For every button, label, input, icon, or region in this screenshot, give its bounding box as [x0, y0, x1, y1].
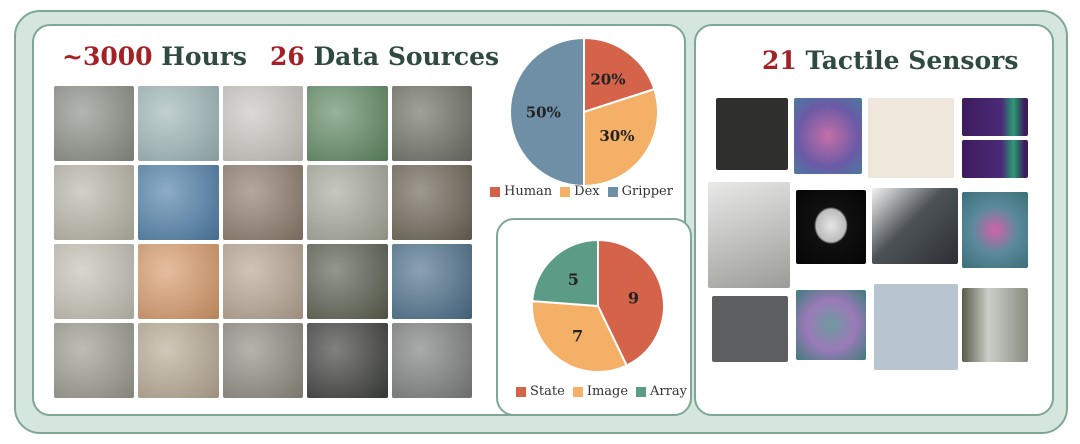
pie-label-array: 5	[568, 270, 579, 289]
pie-slice-array	[531, 238, 599, 308]
hours-title: ~3000 Hours	[62, 42, 247, 71]
sensor-blob-image	[796, 190, 866, 264]
robot-demo-image	[54, 244, 135, 319]
source-pie-legend: Human Dex Gripper	[490, 184, 673, 199]
pie-label-image: 7	[572, 327, 583, 346]
legend-item-gripper: Gripper	[607, 184, 673, 199]
robot-demo-image	[138, 244, 219, 319]
sensor-device-image	[872, 188, 958, 264]
pie-slice-state	[597, 238, 665, 367]
pie-label-dex: 30%	[599, 127, 634, 145]
robot-demo-image	[307, 165, 388, 240]
sensor-heatmap-top-image	[962, 98, 1028, 136]
modality-pie-chart: 9 7 5	[531, 238, 665, 373]
robot-demo-image	[138, 86, 219, 161]
sensor-dot-array-image	[794, 98, 862, 174]
legend-item-array: Array	[636, 384, 687, 399]
robot-demo-image	[222, 323, 304, 398]
robot-demo-image	[307, 323, 388, 398]
robot-demo-image	[222, 86, 304, 161]
robot-demo-image	[391, 86, 472, 161]
tactile-sensors-title: 21 Tactile Sensors	[762, 46, 1019, 75]
source-pie-chart: 20% 30% 50%	[509, 36, 659, 188]
pie-label-human: 20%	[590, 70, 625, 88]
robot-demo-image	[307, 86, 388, 161]
robot-demo-image	[391, 323, 472, 398]
legend-item-state: State	[516, 384, 565, 399]
robot-demo-image	[54, 165, 135, 240]
pie-label-gripper: 50%	[526, 103, 561, 121]
data-sources-title: 26 Data Sources	[270, 42, 500, 71]
robot-demo-image	[307, 244, 388, 319]
pie-slice-dex	[583, 87, 659, 188]
sensor-gripper-image	[716, 98, 788, 170]
robot-demo-image	[138, 165, 219, 240]
legend-item-human: Human	[490, 184, 552, 199]
pie-label-state: 9	[628, 289, 639, 308]
robot-demo-image	[54, 86, 135, 161]
sensor-gel-image	[962, 288, 1028, 362]
robot-demo-image	[391, 165, 472, 240]
modality-pie-legend: State Image Array	[516, 384, 687, 399]
pie-slice-gripper	[509, 36, 585, 188]
legend-item-dex: Dex	[560, 184, 600, 199]
sensor-dexterous-hand-image	[708, 182, 790, 288]
sensor-heatmap-bottom-image	[962, 140, 1028, 178]
robot-demo-image	[138, 323, 219, 398]
sensor-marker-grid-image	[962, 192, 1028, 268]
sensor-diagram-image	[868, 98, 954, 178]
data-source-image-grid	[54, 86, 472, 398]
pie-slice-image	[531, 299, 628, 373]
sensor-color-grid-image	[796, 290, 866, 360]
robot-demo-image	[54, 323, 135, 398]
sensor-robot-fingers-image	[712, 296, 788, 362]
robot-demo-image	[222, 244, 304, 319]
pie-slice-human	[583, 36, 656, 114]
robot-demo-image	[391, 244, 472, 319]
legend-item-image: Image	[572, 384, 628, 399]
sensor-finger-gripper-image	[874, 284, 958, 370]
robot-demo-image	[222, 165, 304, 240]
